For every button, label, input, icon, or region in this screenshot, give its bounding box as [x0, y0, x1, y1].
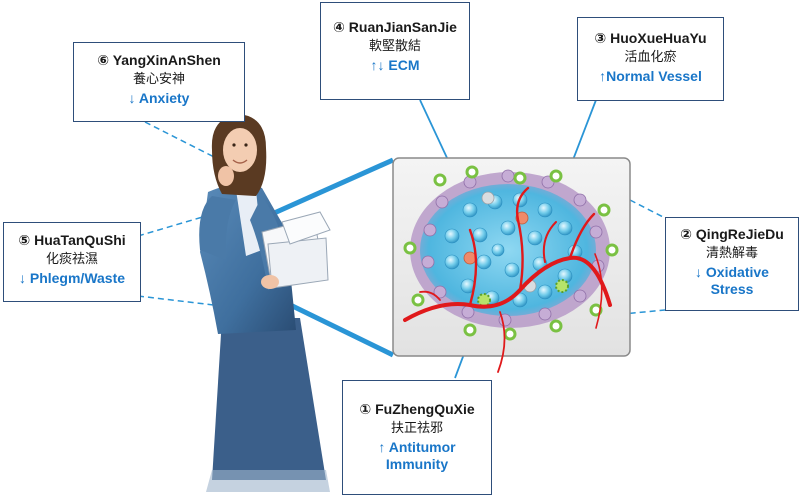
box-title: ① FuZhengQuXie	[359, 401, 475, 417]
spiky-immune-cells	[477, 279, 569, 307]
box-chinese: 養心安神	[132, 71, 185, 87]
skirt	[212, 318, 326, 480]
box-title: ② QingReJieDu	[680, 226, 784, 242]
box-fuzhengquxie: ① FuZhengQuXie 扶正祛邪 ↑ Antitumor Immunity	[342, 380, 492, 495]
vessel-branch	[497, 311, 506, 373]
box-effect: ↓ Phlegm/Waste	[18, 269, 126, 286]
box-effect: ↑ Antitumor Immunity	[378, 438, 456, 473]
box-huoxuehuayu: ③ HuoXueHuaYu 活血化瘀 ↑Normal Vessel	[577, 17, 724, 101]
vessel-branch	[594, 253, 603, 329]
left-arm	[199, 196, 236, 260]
box-effect: ↑↓ ECM	[370, 56, 420, 73]
arrow-down-icon: ↓	[18, 269, 26, 286]
arrow-up-icon: ↑	[599, 67, 607, 84]
hand-at-cheek	[218, 166, 234, 186]
box-chinese: 扶正祛邪	[390, 420, 443, 436]
connector-b6	[144, 121, 221, 161]
papers	[261, 211, 331, 289]
box-effect: ↓ Anxiety	[128, 89, 190, 106]
zoom-line-top	[270, 157, 395, 217]
skirt-shadow	[206, 470, 330, 492]
vessel-branch	[542, 221, 557, 263]
hand-holding-papers	[261, 275, 279, 289]
vessel-branch	[468, 228, 478, 307]
tumor-mass	[403, 165, 619, 373]
woman-illustration	[199, 114, 331, 492]
arrow-updown-icon: ↑↓	[370, 56, 385, 73]
box-chinese: 化痰祛濕	[45, 251, 98, 267]
box-title: ⑥ YangXinAnShen	[97, 52, 221, 68]
vessel-branch	[568, 212, 596, 260]
box-chinese: 軟堅散結	[368, 38, 421, 54]
box-effect: ↑Normal Vessel	[599, 67, 702, 84]
lymphocytes	[403, 165, 619, 341]
box-title: ⑤ HuaTanQuShi	[18, 232, 126, 248]
tumor-cells	[444, 192, 583, 308]
connector-b5-bottom	[137, 295, 223, 307]
arrow-down-icon: ↓	[128, 89, 136, 106]
arrow-up-icon: ↑	[378, 438, 386, 455]
box-ruanjiansanjie: ④ RuanJianSanJie 軟堅散結 ↑↓ ECM	[320, 2, 470, 100]
arrow-down-icon: ↓	[695, 263, 703, 280]
box-title: ④ RuanJianSanJie	[333, 19, 457, 35]
box-chinese: 清熱解毒	[705, 245, 758, 261]
zoom-line-bottom	[274, 295, 395, 358]
vessel-branch	[515, 186, 530, 292]
eye-right	[244, 143, 248, 147]
smile	[232, 159, 248, 164]
box-qingrejiedu: ② QingReJieDu 清熱解毒 ↓ Oxidative Stress	[665, 217, 799, 311]
orange-cell	[463, 251, 477, 265]
box-yangxinanshen: ⑥ YangXinAnShen 養心安神 ↓ Anxiety	[73, 42, 245, 122]
face	[223, 128, 257, 172]
connector-b2-top	[629, 199, 666, 219]
shirt	[236, 190, 262, 256]
box-huatanqushi: ⑤ HuaTanQuShi 化痰祛濕 ↓ Phlegm/Waste	[3, 222, 141, 302]
box-effect: ↓ Oxidative Stress	[695, 263, 769, 298]
grey-cell	[481, 191, 495, 205]
box-chinese: 活血化瘀	[624, 49, 677, 65]
blood-vessels	[403, 186, 612, 373]
eye-left	[232, 143, 236, 147]
connector-b5-top	[137, 205, 241, 237]
vessel-branch	[419, 290, 441, 301]
box-title: ③ HuoXueHuaYu	[594, 30, 707, 46]
connector-lines	[137, 99, 666, 379]
